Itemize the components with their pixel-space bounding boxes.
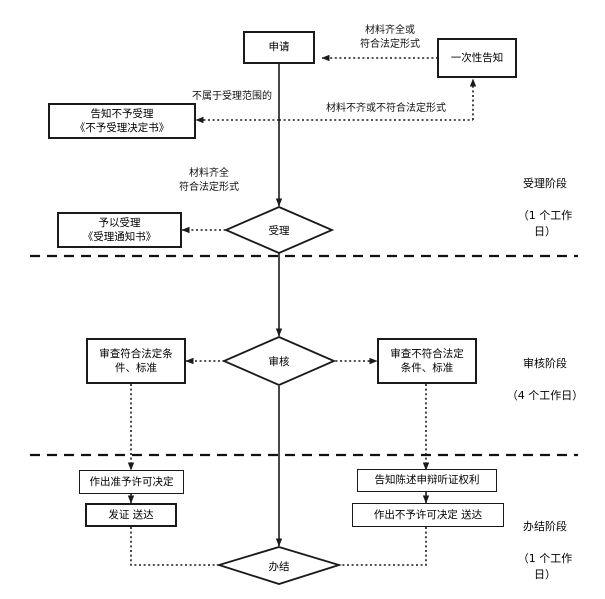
node-review-conform[interactable]: 审查符合法定条 件、标准 [86, 338, 186, 384]
node-apply-label: 申请 [268, 41, 290, 54]
node-accept-decision[interactable]: 受理 [226, 207, 332, 253]
stage-label-completion-duration: （1 个工作 日） [517, 551, 573, 581]
stage-label-completion-name: 办结阶段 [523, 519, 567, 533]
node-make-permit-decision[interactable]: 作出准予许可决定 [79, 470, 184, 494]
node-make-permit-decision-label: 作出准予许可决定 [89, 475, 174, 488]
node-make-denial-decision[interactable]: 作出不予许可决定 送达 [352, 503, 504, 527]
node-review-conform-label: 审查符合法定条 件、标准 [99, 347, 173, 374]
node-accept-decision-label: 受理 [268, 224, 290, 237]
node-review-not-conform[interactable]: 审查不符合法定 条件、标准 [377, 338, 477, 384]
stage-label-review: 审核阶段 （4 个工作日） [495, 340, 595, 420]
node-review-not-conform-label: 审查不符合法定 条件、标准 [390, 347, 464, 374]
node-issue-and-deliver[interactable]: 发证 送达 [85, 503, 177, 527]
edge-label-not-in-scope: 不属于受理范围的 [192, 91, 272, 102]
node-notify-not-accept[interactable]: 告知不予受理 《不予受理决定书》 [48, 103, 196, 139]
node-issue-and-deliver-label: 发证 送达 [108, 508, 154, 521]
stage-label-acceptance: 受理阶段 （1 个工作 日） [495, 160, 595, 256]
node-apply[interactable]: 申请 [243, 31, 315, 64]
stage-label-review-name: 审核阶段 [523, 356, 567, 370]
node-complete-label: 办结 [268, 560, 290, 573]
node-review-decision-label: 审核 [268, 355, 290, 368]
node-notify-not-accept-label: 告知不予受理 《不予受理决定书》 [74, 107, 170, 134]
node-one-time-notice[interactable]: 一次性告知 [437, 38, 517, 78]
node-complete[interactable]: 办结 [219, 547, 339, 585]
node-grant-accept-label: 予以受理 《受理通知书》 [82, 216, 157, 243]
node-review-decision[interactable]: 审核 [224, 337, 334, 385]
stage-label-acceptance-name: 受理阶段 [523, 176, 567, 190]
node-notify-rights-label: 告知陈述申辩听证权利 [374, 474, 480, 487]
node-one-time-notice-label: 一次性告知 [450, 51, 504, 64]
node-notify-rights[interactable]: 告知陈述申辩听证权利 [357, 469, 497, 492]
node-make-denial-decision-label: 作出不予许可决定 送达 [373, 508, 483, 521]
edge-label-materials-complete-legal: 材料齐全 符合法定形式 [179, 168, 239, 193]
stage-label-acceptance-duration: （1 个工作 日） [517, 208, 573, 238]
stage-label-completion: 办结阶段 （1 个工作 日） [495, 503, 595, 599]
edge-label-materials-complete-or-legal: 材料齐全或 符合法定形式 [360, 25, 420, 50]
node-grant-accept[interactable]: 予以受理 《受理通知书》 [57, 212, 182, 248]
edge-label-materials-incomplete: 材料不齐或不符合法定形式 [326, 103, 446, 114]
stage-label-review-duration: （4 个工作日） [506, 388, 584, 402]
